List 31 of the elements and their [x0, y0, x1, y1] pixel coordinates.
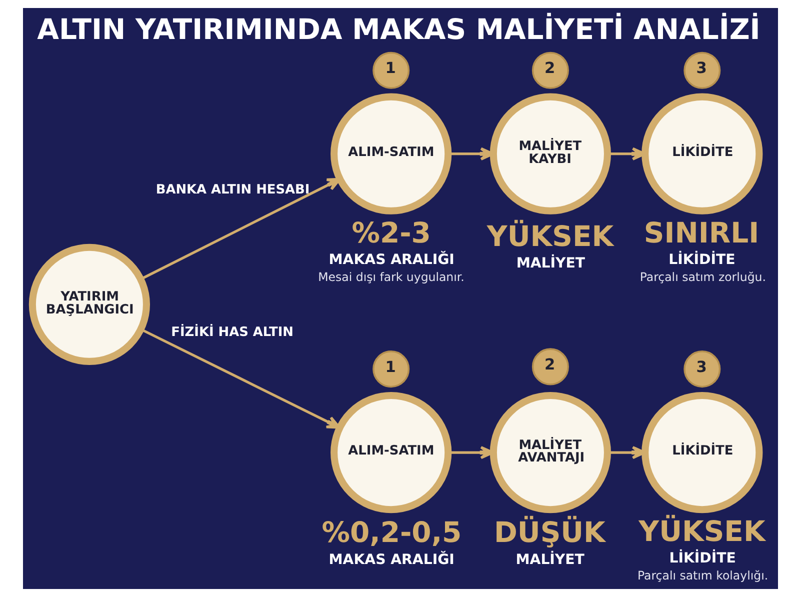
node-label: MAKAS ARALIĞI: [328, 552, 454, 568]
node-circle: YATIRIM BAŞLANGICI: [28, 244, 150, 365]
node-label: LİKİDİTE: [668, 252, 735, 268]
node-circle: 3: [683, 52, 720, 89]
node-label: Mesai dışı fark uygulanır.: [318, 270, 464, 284]
node-circle: ALIM-SATIM: [330, 93, 452, 214]
node-label: LİKİDİTE: [668, 550, 736, 567]
diagram-title: ALTIN YATIRIMINDA MAKAS MALİYETİ ANALİZİ: [36, 12, 760, 46]
node-label: %2-3: [351, 216, 430, 250]
node-label: MALİYET: [516, 255, 585, 272]
node-label: %0,2-0,5: [321, 516, 462, 550]
node-circle: 2: [531, 348, 568, 386]
node-circle: MALİYET AVANTAJI: [489, 392, 610, 514]
node-circle: 1: [372, 52, 410, 89]
node-label: SINIRLI: [643, 216, 759, 250]
edge-label: BANKA ALTIN HESABI: [155, 182, 310, 198]
node-circle: LİKİDİTE: [641, 392, 762, 514]
node-circle: ALIM-SATIM: [330, 392, 452, 514]
node-label: DÜŞÜK: [493, 516, 605, 550]
node-circle: 2: [531, 52, 568, 89]
node-circle: 3: [683, 350, 720, 388]
node-circle: 1: [372, 350, 410, 388]
node-label: MALİYET: [515, 552, 584, 568]
node-label: YÜKSEK: [486, 220, 614, 253]
edge-label: FİZİKİ HAS ALTIN: [170, 324, 293, 340]
node-label: YÜKSEK: [638, 514, 765, 548]
node-circle: MALİYET KAYBI: [489, 93, 610, 214]
node-circle: LİKİDİTE: [641, 93, 762, 214]
node-label: Parçalı satım kolaylığı.: [636, 568, 768, 583]
node-label: MAKAS ARALIĞI: [328, 252, 454, 268]
node-label: Parçalı satım zorluğu.: [639, 270, 766, 284]
